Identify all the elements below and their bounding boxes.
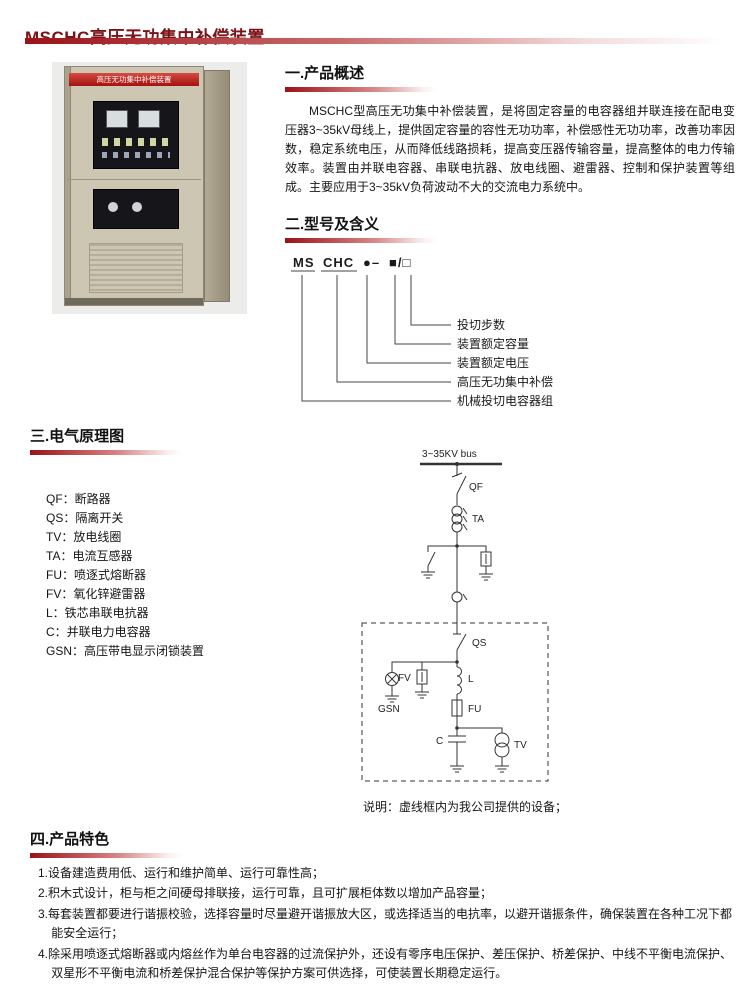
label-fu: FU bbox=[468, 704, 481, 715]
heading-rule bbox=[285, 237, 437, 243]
schematic-heading: 三.电气原理图 bbox=[30, 428, 125, 445]
model-label-mech: 机械投切电容器组 bbox=[457, 393, 553, 408]
cabinet-nameplate: 高压无功集中补偿装置 bbox=[69, 73, 199, 86]
door-seam bbox=[67, 179, 201, 180]
model-heading: 二.型号及含义 bbox=[285, 215, 380, 233]
feature-item: 2.积木式设计，柜与柜之间硬母排联接，运行可靠，且可扩展柜体数以增加产品容量； bbox=[38, 886, 493, 901]
legend-item: TA：电流互感器 bbox=[46, 549, 133, 563]
label-l: L bbox=[468, 674, 474, 685]
knob bbox=[108, 202, 118, 212]
live-display-gsn-symbol bbox=[384, 661, 422, 703]
heading-rule bbox=[30, 450, 182, 455]
indicator-lights bbox=[102, 152, 170, 158]
circuit-diagram: 3~35KV bus QF TA bbox=[361, 449, 549, 782]
legend-item: C：并联电力电容器 bbox=[46, 625, 151, 639]
feature-item: 3.每套装置都要进行谐振校验，选择容量时尽量避开谐振放大区，或选择适当的电抗率，… bbox=[38, 906, 733, 941]
cabinet-upper-window bbox=[93, 101, 179, 169]
meter bbox=[106, 110, 128, 128]
model-label-steps: 投切步数 bbox=[457, 317, 505, 332]
earthing-switch-symbol bbox=[420, 545, 457, 579]
schematic-legend: QF：断路器 QS：隔离开关 TV：放电线圈 TA：电流互感器 FU：喷逐式熔断… bbox=[46, 490, 204, 661]
model-line-ms bbox=[301, 274, 451, 402]
model-code-chc: CHC bbox=[323, 255, 354, 270]
cabinet-side-panel bbox=[204, 70, 230, 302]
model-line-chc bbox=[336, 274, 451, 383]
knob bbox=[132, 202, 142, 212]
overview-heading: 一.产品概述 bbox=[285, 65, 365, 82]
legend-item: QS：隔离开关 bbox=[46, 511, 124, 525]
model-code-squares: ■/□ bbox=[389, 255, 411, 270]
capacitor-c-symbol bbox=[448, 728, 466, 773]
legend-item: GSN：高压带电显示闭锁装置 bbox=[46, 644, 205, 658]
model-label-capacity: 装置额定容量 bbox=[457, 336, 529, 351]
legend-item: TV：放电线圈 bbox=[46, 530, 122, 544]
features-heading: 四.产品特色 bbox=[30, 831, 110, 848]
indicator-lights bbox=[102, 138, 170, 146]
breaker-qf-symbol bbox=[451, 472, 467, 505]
meter bbox=[138, 110, 160, 128]
model-code-ms: MS bbox=[293, 255, 315, 270]
overview-body: MSCHC型高压无功集中补偿装置，是将固定容量的电容器组并联连接在配电变压器3~… bbox=[285, 104, 735, 194]
label-gsn: GSN bbox=[378, 704, 400, 715]
cabinet-front: 高压无功集中补偿装置 bbox=[64, 66, 204, 306]
product-photo: 高压无功集中补偿装置 bbox=[52, 62, 247, 314]
model-meaning-diagram: MS CHC ●– ■/□ 投切步数 装置额定容量 装置额定电压 高压无功集中补… bbox=[291, 255, 553, 408]
discharge-coil-tv-symbol bbox=[457, 727, 510, 773]
schematic-section-head: 三.电气原理图 bbox=[30, 425, 182, 465]
title-rule bbox=[25, 38, 725, 44]
feature-item: 4.除采用喷逐式熔断器或内熔丝作为单台电容器的过流保护外，还设有零序电压保护、差… bbox=[38, 946, 733, 981]
legend-item: FU：喷逐式熔断器 bbox=[46, 568, 146, 582]
label-ta: TA bbox=[472, 514, 484, 525]
model-line-sq2 bbox=[410, 274, 451, 326]
reactor-l-symbol bbox=[456, 662, 462, 695]
bus-label: 3~35KV bus bbox=[422, 449, 477, 460]
label-tv: TV bbox=[514, 740, 527, 751]
legend-item: FV：氧化锌避雷器 bbox=[46, 587, 146, 601]
features-section-head: 四.产品特色 bbox=[30, 828, 182, 868]
legend-item: L：铁芯串联电抗器 bbox=[46, 606, 149, 620]
right-column: 一.产品概述 MSCHC型高压无功集中补偿装置，是将固定容量的电容器组并联连接在… bbox=[285, 62, 735, 418]
schematic-caption: 说明：虚线框内为我公司提供的设备； bbox=[362, 800, 567, 814]
label-c: C bbox=[436, 736, 443, 747]
cabinet-hinge bbox=[65, 67, 71, 305]
label-qf: QF bbox=[469, 482, 483, 493]
label-fv: FV bbox=[398, 673, 411, 684]
model-code-dot: ●– bbox=[363, 255, 380, 270]
arrester-fv-symbol bbox=[414, 661, 457, 699]
features-list: 1.设备建造费用低、运行和维护简单、运行可靠性高； 2.积木式设计，柜与柜之间硬… bbox=[38, 864, 732, 985]
disconnector-qs-symbol bbox=[453, 623, 467, 662]
ct-ta-symbol bbox=[451, 505, 468, 533]
label-qs: QS bbox=[472, 638, 487, 649]
model-line-dot bbox=[366, 274, 451, 364]
model-label-voltage: 装置额定电压 bbox=[457, 355, 529, 370]
page-title: MSCHC高压无功集中补偿装置 bbox=[25, 23, 265, 48]
legend-item: QF：断路器 bbox=[46, 492, 111, 506]
feature-item: 1.设备建造费用低、运行和维护简单、运行可靠性高； bbox=[38, 866, 325, 880]
heading-rule bbox=[285, 87, 437, 92]
ventilation-grille bbox=[89, 243, 183, 293]
supplied-equipment-box bbox=[361, 622, 549, 782]
cabinet-lower-window bbox=[93, 189, 179, 229]
model-label-hv: 高压无功集中补偿 bbox=[457, 374, 553, 389]
arrester-symbol bbox=[457, 545, 494, 581]
cabinet-base bbox=[65, 298, 203, 305]
model-line-sq1 bbox=[394, 274, 451, 345]
heading-rule bbox=[30, 853, 182, 858]
fuse-fu-symbol bbox=[451, 694, 463, 717]
ct-symbol bbox=[451, 591, 463, 603]
